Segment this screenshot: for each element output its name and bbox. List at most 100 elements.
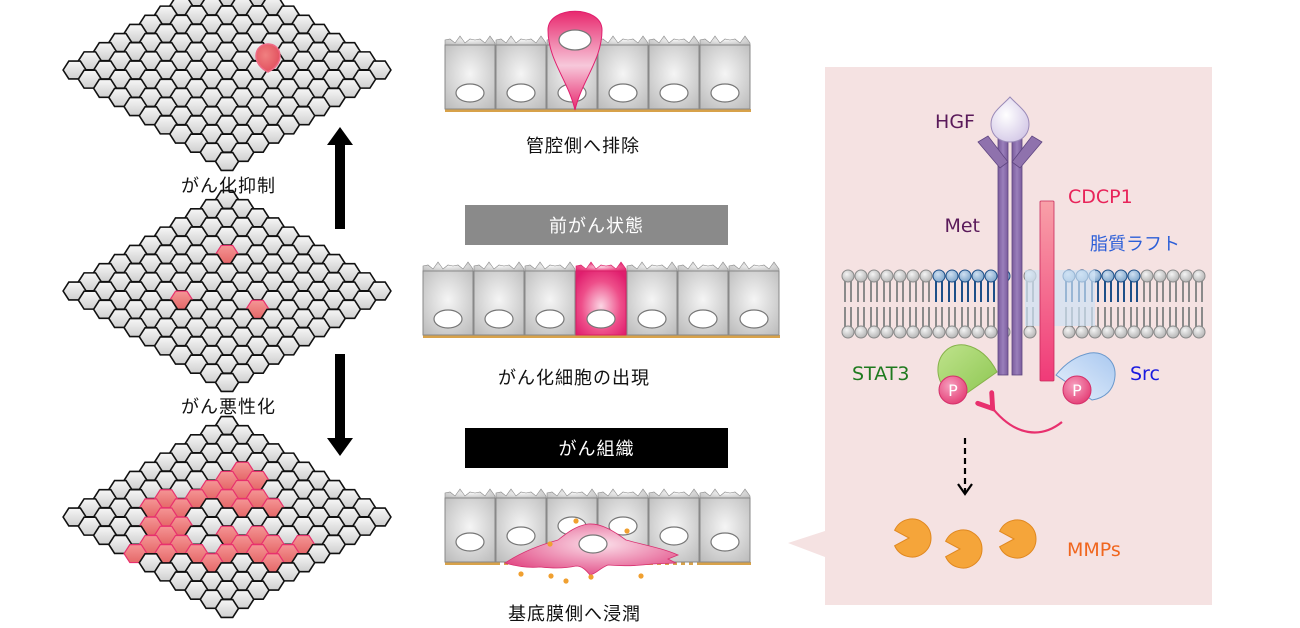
mmp-dot [547, 541, 553, 547]
lipid-head [984, 325, 998, 339]
nucleus [637, 309, 667, 329]
microvilli [699, 488, 751, 499]
lipid-head [867, 325, 881, 339]
microvilli [546, 488, 598, 499]
microvilli [473, 261, 525, 272]
lipid-head [1023, 325, 1037, 339]
stat3-protein: P [937, 344, 998, 405]
nucleus [688, 309, 718, 329]
lipid-head [958, 269, 972, 283]
left-column [62, 0, 392, 619]
lipid-head [867, 269, 881, 283]
nucleus [433, 309, 463, 329]
raft-region [1025, 270, 1095, 326]
basement-membrane [700, 562, 751, 565]
lipid-head [1153, 269, 1167, 283]
hex-grid-clustered-transformed [62, 415, 392, 619]
lipid-head [1140, 325, 1154, 339]
nucleus [710, 83, 740, 103]
mmp-dot [548, 573, 554, 579]
invasion-caption: 基底膜側へ浸潤 [508, 604, 641, 625]
nucleus [506, 526, 536, 546]
mmp-dot [638, 573, 644, 579]
lipid-head [1127, 269, 1141, 283]
cdcp1-label: CDCP1 [1068, 186, 1133, 208]
lipid-head [1101, 269, 1115, 283]
basement-membrane-fragment [673, 562, 677, 565]
nucleus [455, 83, 485, 103]
lipid-head [1140, 269, 1154, 283]
epithelium-precancer [422, 261, 780, 338]
mmp-pacman-icon [999, 519, 1037, 559]
lipid-head [1192, 325, 1206, 339]
lipid-head [1127, 325, 1141, 339]
nucleus [506, 83, 536, 103]
middle-column [422, 10, 780, 584]
microvilli [524, 261, 576, 272]
arrow-down-icon [327, 354, 353, 456]
phospho-site-src [1062, 375, 1092, 405]
cancer-tissue-banner-text: がん組織 [558, 439, 635, 460]
malignancy-label: がん悪性化 [181, 397, 276, 418]
basement-membrane-fragment [496, 562, 500, 565]
nucleus [659, 526, 689, 546]
nucleus [484, 309, 514, 329]
lipid-head [1062, 325, 1076, 339]
lipid-head [1179, 325, 1193, 339]
nucleus [659, 83, 689, 103]
signaling-panel: P P HGF Met CDCP1 脂質ラフト STAT3 Src MMPs [788, 67, 1212, 605]
microvilli [626, 261, 678, 272]
epithelial-cell [444, 497, 496, 563]
lipid-head [1153, 325, 1167, 339]
lipid-head [932, 269, 946, 283]
met-label: Met [944, 215, 980, 237]
precancer-banner-text: 前がん状態 [549, 216, 644, 237]
nucleus [455, 532, 485, 552]
basement-membrane [423, 335, 780, 338]
microvilli [728, 261, 780, 272]
mmp-dot [518, 571, 524, 577]
phospho-label: P [1072, 381, 1082, 400]
microvilli [699, 35, 751, 46]
arrow-up-icon [327, 127, 353, 229]
met-receptor [977, 134, 1043, 376]
extruding-transformed-cell [255, 43, 281, 73]
microvilli [597, 488, 649, 499]
phosphorylation-arrow [990, 405, 1063, 434]
lipid-head [906, 325, 920, 339]
mmp-pacman-icon [894, 518, 932, 558]
lipid-head [1088, 325, 1102, 339]
stat3-label: STAT3 [852, 363, 909, 385]
nucleus [608, 516, 638, 536]
mmp-group [894, 518, 1037, 569]
lipid-head [1114, 269, 1128, 283]
suppression-label: がん化抑制 [181, 176, 276, 197]
basement-membrane-fragment [689, 562, 693, 565]
epithelial-cell [214, 598, 240, 619]
phospho-label: P [948, 381, 958, 400]
invading-cell [504, 523, 680, 576]
lipid-head [1114, 325, 1128, 339]
src-label: Src [1130, 363, 1160, 385]
microvilli [648, 35, 700, 46]
microvilli [597, 35, 649, 46]
hgf-ligand [990, 96, 1030, 143]
precancer-banner: 前がん状態 [465, 205, 728, 245]
lipid-head [841, 269, 855, 283]
mmp-dot [624, 528, 630, 534]
extrusion-caption: 管腔側へ排除 [526, 136, 640, 157]
mmp-pacman-icon [945, 529, 983, 569]
microvilli [677, 261, 729, 272]
lipid-head [945, 269, 959, 283]
hex-grid-single-transformed [62, 0, 392, 172]
mmp-dot [563, 578, 569, 584]
nucleus [558, 29, 592, 51]
cancer-tissue-banner: がん組織 [465, 428, 728, 468]
lipid-head [880, 269, 894, 283]
lipid-head [932, 325, 946, 339]
nucleus [578, 534, 608, 554]
lipid-head [919, 325, 933, 339]
lipid-head [880, 325, 894, 339]
microvilli [444, 488, 496, 499]
lipid-head [984, 269, 998, 283]
